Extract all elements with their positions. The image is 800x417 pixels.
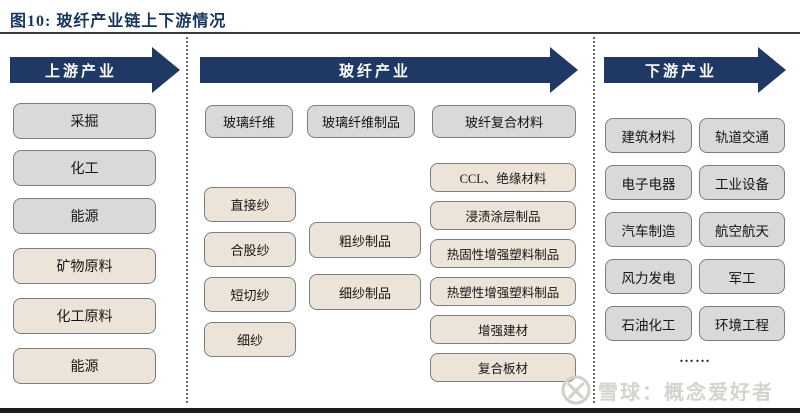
section-divider-right (593, 37, 595, 403)
midstream-top-box: 玻璃纤维 (205, 105, 293, 138)
xueqiu-logo-icon (561, 375, 591, 405)
downstream-box: 建筑材料 (605, 118, 692, 153)
upstream-box: 能源 (13, 348, 156, 384)
composite-box: 热固性增强塑料制品 (430, 239, 576, 268)
midstream-top-box: 玻璃纤维制品 (307, 105, 415, 138)
downstream-box: 石油化工 (605, 306, 692, 341)
downstream-box: 电子电器 (605, 165, 692, 200)
upstream-arrow: 上游产业 (10, 47, 180, 93)
midstream-arrow: 玻纤产业 (200, 47, 578, 93)
midstream-arrow-label: 玻纤产业 (338, 63, 411, 80)
downstream-ellipsis: …… (679, 350, 711, 366)
composite-box: 增强建材 (430, 315, 576, 344)
downstream-box: 环境工程 (699, 306, 785, 341)
downstream-box: 航空航天 (699, 212, 785, 247)
upstream-box: 化工原料 (13, 298, 156, 334)
watermark-text: 雪球：概念爱好者 (598, 381, 774, 404)
section-divider-left (186, 37, 188, 403)
composite-box: 热塑性增强塑料制品 (430, 277, 576, 306)
yarn-box: 合股纱 (204, 232, 296, 267)
downstream-box: 风力发电 (605, 259, 692, 294)
composite-box: 浸渍涂层制品 (430, 201, 576, 230)
upstream-box: 采掘 (13, 103, 156, 139)
yarn-box: 短切纱 (204, 277, 296, 312)
composite-box: CCL、绝缘材料 (430, 163, 576, 192)
downstream-box: 工业设备 (699, 165, 785, 200)
downstream-box: 军工 (699, 259, 785, 294)
figure-title: 图10: 玻纤产业链上下游情况 (10, 13, 227, 30)
yarn-product-box: 粗纱制品 (309, 222, 421, 258)
downstream-arrow: 下游产业 (604, 47, 786, 93)
yarn-product-box: 细纱制品 (309, 274, 421, 310)
downstream-arrow-label: 下游产业 (644, 63, 717, 80)
upstream-box: 能源 (13, 198, 156, 234)
watermark: 雪球：概念爱好者 (560, 374, 774, 406)
downstream-box: 轨道交通 (699, 118, 785, 153)
upstream-box: 化工 (13, 150, 156, 186)
midstream-top-box: 玻纤复合材料 (432, 105, 576, 138)
bottom-border (0, 408, 800, 413)
downstream-box: 汽车制造 (605, 212, 692, 247)
upstream-arrow-label: 上游产业 (44, 63, 117, 80)
title-divider (0, 32, 800, 34)
composite-box: 复合板材 (430, 353, 576, 382)
upstream-box: 矿物原料 (13, 248, 156, 284)
yarn-box: 细纱 (204, 322, 296, 357)
yarn-box: 直接纱 (204, 187, 296, 222)
